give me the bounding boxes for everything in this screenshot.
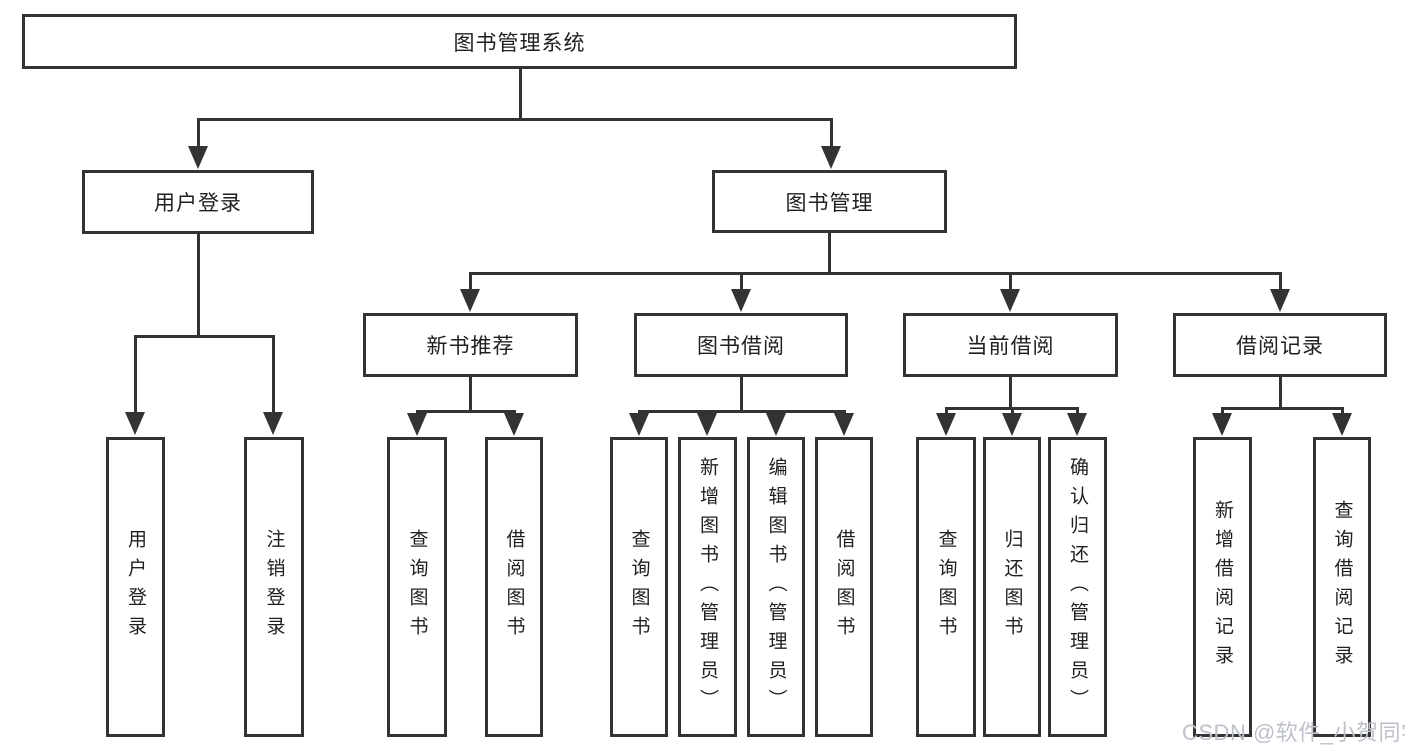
node-label: 查询图书 bbox=[406, 529, 428, 645]
node-leaf-borrow-books-2: 借阅图书 bbox=[815, 437, 873, 737]
connector-line bbox=[415, 409, 516, 413]
connector-line bbox=[739, 273, 743, 295]
node-label: 借阅图书 bbox=[503, 529, 525, 645]
connector-line bbox=[637, 409, 846, 413]
node-leaf-borrow-books-1: 借阅图书 bbox=[485, 437, 543, 737]
arrow-down-icon bbox=[1002, 413, 1022, 436]
node-label: 用户登录 bbox=[125, 529, 146, 645]
node-borrowing-records: 借阅记录 bbox=[1173, 313, 1387, 377]
node-leaf-logout: 注销登录 bbox=[244, 437, 304, 737]
node-label: 新增图书（管理员） bbox=[697, 456, 718, 718]
node-label: 注销登录 bbox=[263, 529, 285, 645]
connector-line bbox=[133, 336, 137, 418]
node-book-borrowing: 图书借阅 bbox=[634, 313, 848, 377]
node-leaf-query-borrow-rec: 查询借阅记录 bbox=[1313, 437, 1371, 737]
arrow-down-icon bbox=[821, 146, 841, 169]
arrow-down-icon bbox=[1067, 413, 1087, 436]
node-label: 查询借阅记录 bbox=[1331, 500, 1353, 674]
arrow-down-icon bbox=[504, 413, 524, 436]
arrow-down-icon bbox=[1212, 413, 1232, 436]
connector-line bbox=[829, 119, 833, 152]
connector-line bbox=[827, 233, 831, 273]
arrow-down-icon bbox=[731, 289, 751, 312]
node-label: 图书管理系统 bbox=[453, 31, 586, 55]
node-leaf-add-borrow-rec: 新增借阅记录 bbox=[1193, 437, 1252, 737]
node-leaf-query-books-2: 查询图书 bbox=[610, 437, 668, 737]
connector-line bbox=[133, 334, 275, 338]
node-label: 当前借阅 bbox=[966, 335, 1055, 358]
arrow-down-icon bbox=[629, 413, 649, 436]
connector-line bbox=[1278, 273, 1282, 295]
node-label: 编辑图书（管理员） bbox=[765, 456, 787, 718]
node-leaf-confirm-return: 确认归还（管理员） bbox=[1048, 437, 1107, 737]
connector-line bbox=[196, 119, 200, 152]
node-leaf-add-books: 新增图书（管理员） bbox=[678, 437, 737, 737]
node-leaf-query-books-1: 查询图书 bbox=[387, 437, 447, 737]
node-label: 查询图书 bbox=[935, 529, 957, 645]
node-label: 查询图书 bbox=[628, 529, 650, 645]
arrow-down-icon bbox=[125, 412, 145, 435]
connector-line bbox=[468, 273, 472, 295]
node-label: 图书借阅 bbox=[697, 335, 785, 358]
connector-line bbox=[1278, 377, 1282, 408]
node-leaf-return-books: 归还图书 bbox=[983, 437, 1041, 737]
connector-line bbox=[1008, 377, 1012, 408]
arrow-down-icon bbox=[1270, 289, 1290, 312]
node-leaf-edit-books: 编辑图书（管理员） bbox=[747, 437, 805, 737]
node-current-borrowing: 当前借阅 bbox=[903, 313, 1118, 377]
node-root-system: 图书管理系统 bbox=[22, 14, 1017, 69]
connector-line bbox=[739, 377, 743, 411]
arrow-down-icon bbox=[697, 413, 717, 436]
connector-line bbox=[1220, 406, 1344, 410]
arrow-down-icon bbox=[188, 146, 208, 169]
connector-line bbox=[196, 117, 833, 121]
arrow-down-icon bbox=[407, 413, 427, 436]
connector-line bbox=[468, 377, 472, 411]
arrow-down-icon bbox=[460, 289, 480, 312]
node-label: 借阅图书 bbox=[833, 529, 855, 645]
node-label: 新增借阅记录 bbox=[1212, 500, 1233, 674]
node-book-management: 图书管理 bbox=[712, 170, 947, 233]
connector-line bbox=[1008, 273, 1012, 295]
arrow-down-icon bbox=[1332, 413, 1352, 436]
connector-line bbox=[271, 336, 275, 418]
node-new-book-recommend: 新书推荐 bbox=[363, 313, 578, 377]
arrow-down-icon bbox=[936, 413, 956, 436]
watermark: CSDN @软件_小贺同学 bbox=[1182, 720, 1405, 745]
connector-line bbox=[196, 234, 200, 336]
node-label: 确认归还（管理员） bbox=[1067, 456, 1088, 718]
node-label: 借阅记录 bbox=[1236, 335, 1324, 358]
node-label: 用户登录 bbox=[154, 192, 242, 215]
node-user-login: 用户登录 bbox=[82, 170, 314, 234]
node-label: 归还图书 bbox=[1001, 529, 1023, 645]
arrow-down-icon bbox=[766, 413, 786, 436]
node-label: 新书推荐 bbox=[426, 335, 515, 358]
arrow-down-icon bbox=[263, 412, 283, 435]
arrow-down-icon bbox=[834, 413, 854, 436]
node-leaf-user-login: 用户登录 bbox=[106, 437, 165, 737]
arrow-down-icon bbox=[1000, 289, 1020, 312]
node-leaf-query-books-3: 查询图书 bbox=[916, 437, 976, 737]
connector-line bbox=[518, 69, 522, 119]
node-label: 图书管理 bbox=[785, 191, 874, 215]
connector-line bbox=[468, 271, 1282, 275]
